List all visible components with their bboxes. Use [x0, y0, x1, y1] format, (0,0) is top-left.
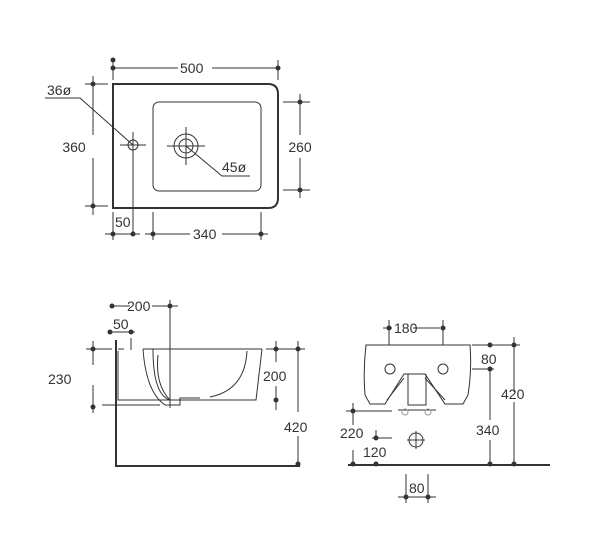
dim-supply-height: 220 [340, 425, 364, 441]
label-drain-hole: 45ø [222, 159, 247, 175]
dim-depth: 360 [62, 139, 86, 155]
dim-tap-offset: 50 [115, 214, 131, 230]
wall-floor [115, 340, 300, 467]
dim-width: 500 [180, 60, 204, 76]
dim-supply-offset: 120 [363, 444, 387, 460]
dim-side-tap-offset: 50 [113, 316, 129, 332]
side-view: 200 50 230 200 420 [48, 298, 308, 467]
dim-basin-height: 200 [263, 368, 287, 384]
basin-outline [112, 83, 279, 209]
front-view: 180 80 420 340 220 120 80 [340, 320, 550, 503]
dim-waste-spacing: 80 [409, 480, 425, 496]
dim-bracket-height: 340 [476, 422, 500, 438]
dim-basin-depth: 260 [288, 139, 312, 155]
dim-top-gap: 80 [481, 351, 497, 367]
dim-mount-height: 420 [284, 419, 308, 435]
dim-overall-height: 230 [48, 371, 72, 387]
dim-drain-offset: 200 [127, 298, 151, 314]
basin-bowl [152, 101, 262, 192]
dim-basin-width: 340 [193, 226, 217, 242]
label-tap-hole: 36ø [47, 82, 72, 98]
dim-front-mount-height: 420 [501, 386, 525, 402]
top-view: 500 360 260 50 340 36ø 45ø [45, 60, 312, 242]
dim-tap-spacing: 180 [394, 320, 418, 336]
